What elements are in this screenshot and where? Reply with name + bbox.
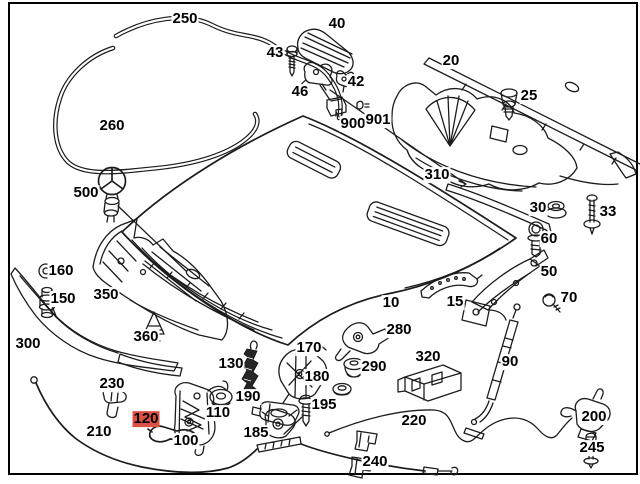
part-label-350[interactable]: 350 [92, 286, 120, 304]
part-label-280[interactable]: 280 [385, 321, 413, 339]
part-label-42[interactable]: 42 [346, 73, 366, 91]
trim-strip-310 [445, 183, 553, 237]
star-emblem-500 [97, 166, 187, 272]
connector-901 [356, 100, 370, 110]
part-label-170[interactable]: 170 [295, 339, 323, 357]
connector-900 [326, 96, 347, 117]
bracket-280 [334, 322, 391, 362]
part-label-180[interactable]: 180 [303, 368, 331, 386]
bracket-320 [397, 364, 462, 402]
part-label-15[interactable]: 15 [445, 293, 465, 311]
part-label-245[interactable]: 245 [578, 439, 606, 457]
part-label-220[interactable]: 220 [400, 412, 428, 430]
part-label-290[interactable]: 290 [360, 358, 388, 376]
part-label-90[interactable]: 90 [500, 353, 520, 371]
part-label-160[interactable]: 160 [47, 262, 75, 280]
bracket-15 [420, 272, 483, 299]
part-label-150[interactable]: 150 [49, 290, 77, 308]
part-label-33[interactable]: 33 [598, 203, 618, 221]
buffer-150 [38, 286, 56, 319]
part-label-900[interactable]: 900 [339, 115, 367, 133]
part-label-100[interactable]: 100 [172, 432, 200, 450]
part-label-30[interactable]: 30 [528, 199, 548, 217]
part-label-10[interactable]: 10 [381, 294, 401, 312]
part-label-240[interactable]: 240 [361, 453, 389, 471]
part-label-300[interactable]: 300 [14, 335, 42, 353]
hood-panel-10 [121, 115, 517, 346]
part-label-310[interactable]: 310 [423, 166, 451, 184]
part-label-110[interactable]: 110 [204, 404, 232, 422]
part-label-200[interactable]: 200 [580, 408, 608, 426]
part-label-195[interactable]: 195 [310, 396, 338, 414]
vent-grille-40 [296, 28, 354, 75]
hood-hinge-50 [461, 249, 549, 327]
screw-33 [583, 194, 601, 235]
part-label-260[interactable]: 260 [98, 117, 126, 135]
bolt-195 [283, 394, 314, 435]
part-label-230[interactable]: 230 [98, 375, 126, 393]
part-label-360[interactable]: 360 [132, 328, 160, 346]
part-label-50[interactable]: 50 [539, 263, 559, 281]
grommet-180 [332, 382, 352, 396]
cowl-panel-20 [391, 57, 640, 192]
part-label-40[interactable]: 40 [327, 15, 347, 33]
front-panel-350 [92, 218, 229, 341]
grommet-30 [545, 200, 567, 219]
part-label-250[interactable]: 250 [171, 10, 199, 28]
bumper-strip-300 [10, 267, 183, 377]
part-label-901[interactable]: 901 [364, 111, 392, 129]
leader-line-500 [117, 205, 187, 272]
clip-25 [500, 88, 518, 121]
part-label-120[interactable]: 120 [132, 410, 160, 428]
grommet-290 [343, 357, 365, 378]
bolt-70 [542, 293, 561, 313]
part-label-500[interactable]: 500 [72, 184, 100, 202]
part-label-70[interactable]: 70 [559, 289, 579, 307]
part-label-60[interactable]: 60 [539, 230, 559, 248]
part-label-210[interactable]: 210 [85, 423, 113, 441]
part-label-25[interactable]: 25 [519, 87, 539, 105]
hood-seal-260 [53, 45, 260, 175]
part-label-130[interactable]: 130 [217, 355, 245, 373]
part-label-320[interactable]: 320 [414, 348, 442, 366]
buffer-110 [209, 380, 233, 407]
part-label-20[interactable]: 20 [441, 52, 461, 70]
part-label-185[interactable]: 185 [242, 424, 270, 442]
clip-230 [102, 386, 127, 419]
part-label-46[interactable]: 46 [290, 83, 310, 101]
part-label-190[interactable]: 190 [234, 388, 262, 406]
diagram-frame [8, 2, 638, 475]
screw-43 [286, 45, 298, 77]
part-label-43[interactable]: 43 [265, 44, 285, 62]
bolt-60 [527, 221, 545, 258]
lock-185 [256, 408, 302, 453]
release-cable-220 [324, 409, 573, 443]
